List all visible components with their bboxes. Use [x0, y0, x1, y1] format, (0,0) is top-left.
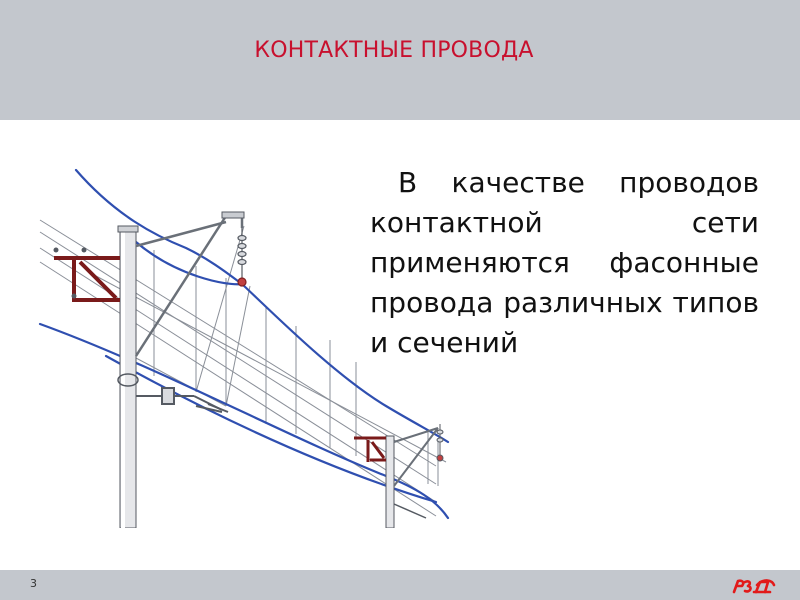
footer-bar: 3 [0, 570, 800, 600]
slide-body-text: В качестве проводов контактной сети прим… [370, 166, 759, 359]
page-number: 3 [30, 577, 37, 590]
rzd-logo-icon [732, 579, 776, 594]
header-bar: КОНТАКТНЫЕ ПРОВОДА [0, 0, 800, 120]
overhead-contact-line-illustration-icon [38, 168, 450, 528]
slide-title: КОНТАКТНЫЕ ПРОВОДА [254, 38, 534, 63]
